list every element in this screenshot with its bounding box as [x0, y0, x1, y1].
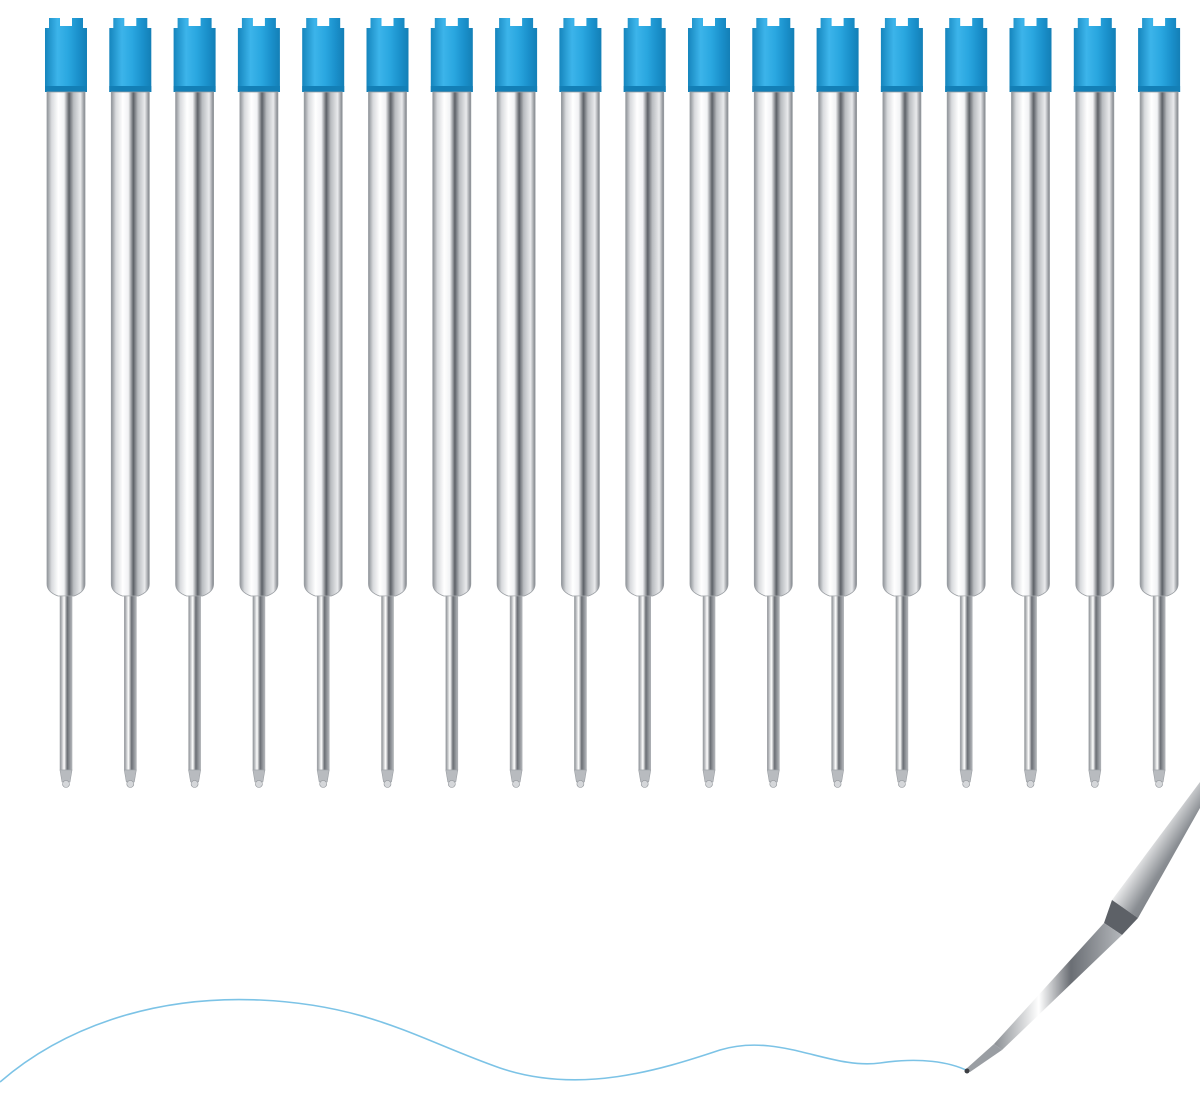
- pen-refill-icon: [752, 18, 795, 788]
- ink-stroke-icon: [0, 998, 969, 1083]
- pen-refill-icon: [173, 18, 216, 788]
- pen-refill-icon: [109, 18, 152, 788]
- writing-pen-tip-icon: [964, 782, 1200, 1074]
- pen-refill-icon: [495, 18, 538, 788]
- refill-row: [45, 18, 1181, 788]
- pen-refill-icon: [302, 18, 345, 788]
- pen-refill-icon: [880, 18, 923, 788]
- pen-refill-icon: [1073, 18, 1116, 788]
- pen-refill-icon: [559, 18, 602, 788]
- pen-refill-icon: [1138, 18, 1181, 788]
- pen-refill-icon: [623, 18, 666, 788]
- pen-refill-icon: [237, 18, 280, 788]
- pen-refill-icon: [366, 18, 409, 788]
- pen-refill-icon: [688, 18, 730, 788]
- pen-refill-icon: [45, 18, 87, 788]
- pen-refill-icon: [1009, 18, 1052, 788]
- pen-refill-icon: [816, 18, 859, 788]
- pen-refill-icon: [430, 18, 473, 788]
- pen-refill-icon: [945, 18, 988, 788]
